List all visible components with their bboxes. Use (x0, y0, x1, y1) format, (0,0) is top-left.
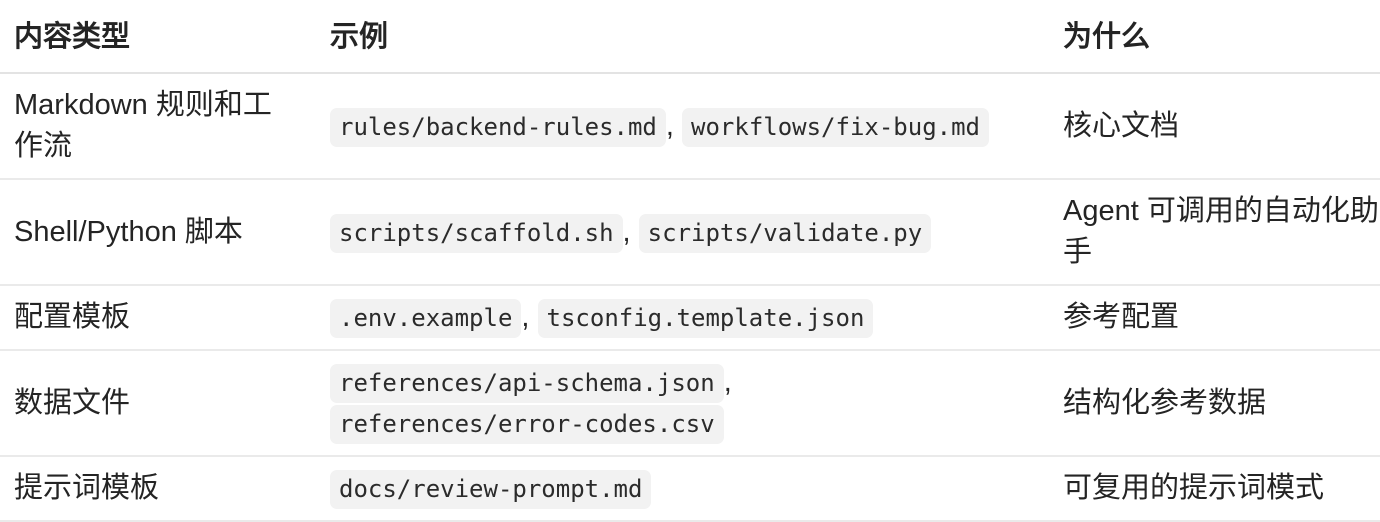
header-why: 为什么 (1063, 0, 1380, 74)
header-example: 示例 (330, 0, 1063, 74)
code-chip: .env.example (330, 299, 522, 338)
cell-content-type: Markdown 规则和工作流 (0, 73, 330, 180)
cell-why: 可复用的提示词模式 (1063, 456, 1380, 522)
example-separator: , (622, 215, 631, 248)
example-separator: , (723, 366, 732, 398)
code-chip: references/error-codes.csv (330, 405, 724, 444)
header-content-type: 内容类型 (0, 0, 330, 74)
cell-content-type: 配置模板 (0, 285, 330, 351)
table-header: 内容类型 示例 为什么 (0, 0, 1380, 74)
cell-examples: references/api-schema.json, references/er… (330, 350, 1063, 457)
cell-why: 结构化参考数据 (1063, 350, 1380, 457)
table-row: 配置模板.env.example, tsconfig.template.json… (0, 285, 1380, 351)
cell-why: 参考配置 (1063, 285, 1380, 351)
cell-content-type: Shell/Python 脚本 (0, 179, 330, 286)
cell-examples: scripts/scaffold.sh, scripts/validate.py (330, 179, 1063, 286)
code-chip: tsconfig.template.json (537, 299, 874, 338)
cell-why: Agent 可调用的自动化助手 (1063, 179, 1380, 286)
example-separator: , (521, 301, 530, 333)
code-chip: scripts/scaffold.sh (330, 213, 623, 253)
code-chip: workflows/fix-bug.md (682, 107, 989, 147)
cell-content-type: 数据文件 (0, 350, 330, 457)
cell-why: 核心文档 (1063, 73, 1380, 180)
code-chip: docs/review-prompt.md (330, 470, 652, 509)
cell-examples: .env.example, tsconfig.template.json (330, 285, 1063, 351)
example-separator: , (665, 109, 674, 142)
code-chip: rules/backend-rules.md (330, 107, 666, 147)
header-row: 内容类型 示例 为什么 (0, 0, 1380, 74)
cell-examples: rules/backend-rules.md, workflows/fix-bu… (330, 73, 1063, 180)
cell-examples: docs/review-prompt.md (330, 456, 1063, 522)
cell-content-type: 提示词模板 (0, 456, 330, 522)
code-chip: references/api-schema.json (330, 364, 724, 403)
code-chip: scripts/validate.py (638, 213, 932, 253)
